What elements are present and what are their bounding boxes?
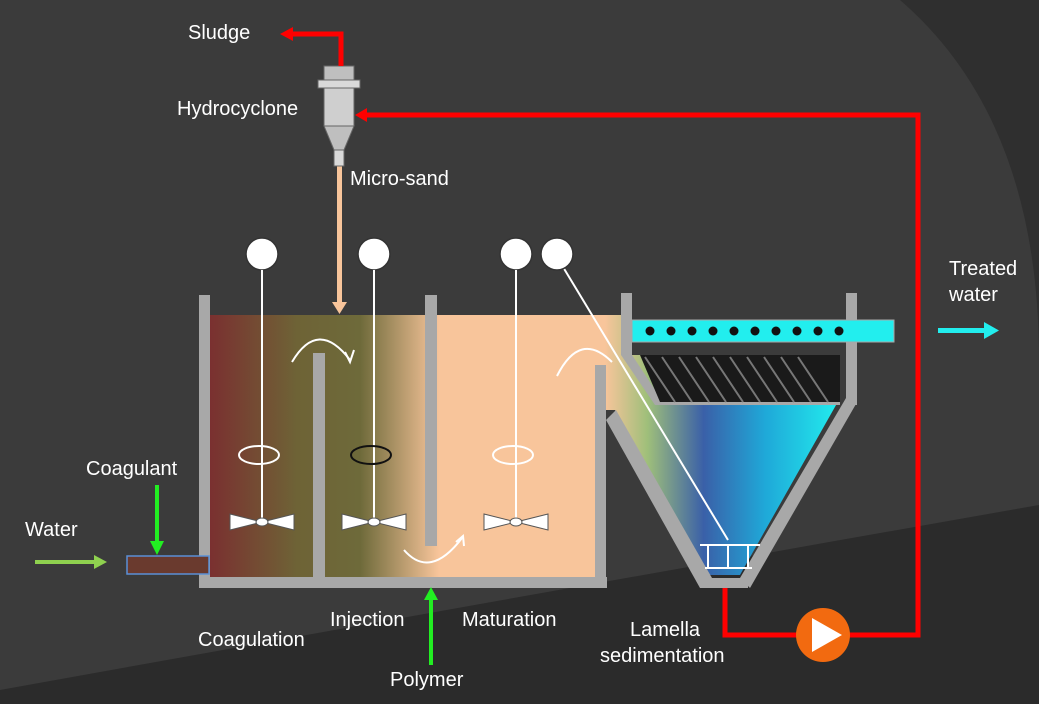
lamella-label-line1: Lamella <box>630 619 701 641</box>
lamella-label-line2: sedimentation <box>600 645 725 667</box>
hydrocyclone-icon <box>317 65 361 167</box>
coagulant-dosing-arrow <box>150 485 164 555</box>
mixer-icon <box>341 237 407 531</box>
sludge-label: Sludge <box>188 22 251 44</box>
flow-arrows <box>291 338 613 564</box>
water-label: Water <box>25 519 78 541</box>
polymer-dosing-arrow <box>424 587 438 665</box>
sludge-scraper <box>559 261 760 569</box>
background-swoosh-bottom <box>0 505 1039 704</box>
scraper-drive-icon <box>540 237 574 271</box>
maturation-label: Maturation <box>462 609 557 631</box>
lamella-walls <box>606 293 857 588</box>
inlet-pipe <box>126 555 210 575</box>
pump-icon <box>796 608 850 662</box>
mixer-icon <box>483 237 549 531</box>
polymer-label: Polymer <box>390 669 464 691</box>
treated-water-arrow <box>938 322 999 339</box>
lamella-plates <box>640 355 840 403</box>
lamella-liquid <box>605 315 840 575</box>
sludge-recirculation-line <box>280 27 921 638</box>
coagulant-label: Coagulant <box>86 458 178 480</box>
background-swoosh <box>900 0 1039 360</box>
water-inlet-arrow <box>35 555 107 569</box>
injection-label: Injection <box>330 609 405 631</box>
mixing-tank-walls <box>199 295 607 588</box>
treated-water-label-line1: Treated <box>949 258 1018 280</box>
mixer-icon <box>229 237 295 531</box>
mixing-tank-liquid <box>210 315 605 577</box>
micro-sand-line <box>332 165 347 314</box>
coagulation-label: Coagulation <box>198 629 305 651</box>
micro-sand-label: Micro-sand <box>350 168 449 190</box>
treated-water-label-line2: water <box>949 284 998 306</box>
hydrocyclone-label: Hydrocyclone <box>177 98 299 120</box>
treated-water-channel <box>631 319 895 343</box>
